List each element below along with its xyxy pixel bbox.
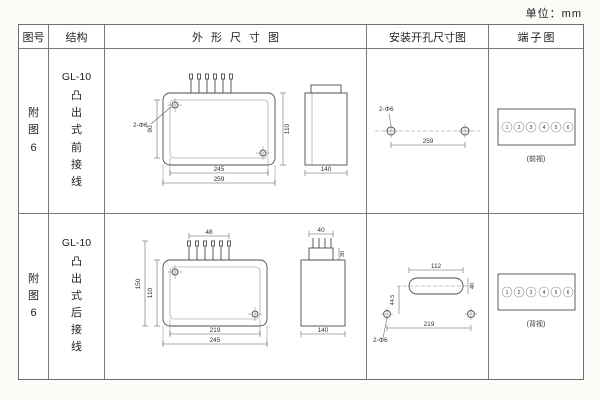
view-label: (背视) [526, 319, 545, 328]
view-label: (前视) [526, 154, 545, 163]
dim-label: 259 [423, 138, 434, 145]
dim-label: 2-Φ6 [133, 122, 148, 129]
dim-label: 40 [470, 283, 476, 289]
terminal-block-outline [497, 108, 575, 145]
header-outline: 外形尺寸图 [105, 25, 367, 49]
dim-label: 140 [321, 166, 332, 173]
hole-leader-line [388, 113, 392, 126]
dim-label: 245 [210, 337, 221, 344]
terminal-number: 5 [554, 125, 557, 131]
dim-label: 140 [318, 327, 329, 334]
terminal-number: 6 [566, 125, 569, 131]
dim-label: 110 [284, 123, 291, 134]
dim-label: 48 [205, 229, 213, 236]
mounting-drawing-front-wiring: 259 2-Φ6 [375, 106, 480, 148]
mounting-drawing-rear-wiring: 112 44.5 40 219 2-Φ6 [373, 263, 477, 344]
outline-drawing-front-wiring: 2-Φ6 110 90 245 259 [133, 73, 348, 186]
terminal-diagram-rear-wiring: 1 2 3 4 5 6 (背视) [497, 273, 575, 328]
terminal-cell-row1: 1 2 3 4 5 6 (前视) [489, 49, 583, 214]
header-fig-no: 图号 [19, 25, 49, 49]
relay-body-outline [162, 259, 268, 327]
terminal-number: 5 [554, 290, 557, 296]
wiring-type-label: 凸出式后接线 [71, 255, 82, 354]
structure-cell-row2: GL-10 凸出式后接线 [49, 214, 105, 379]
relay-side-view [300, 238, 346, 327]
outline-cell-row2: 48 110 150 219 [105, 214, 367, 379]
terminal-number: 1 [505, 125, 508, 131]
structure-cell-row1: GL-10 凸出式前接线 [49, 49, 105, 214]
mounting-holes [381, 308, 477, 320]
mounting-holes [384, 123, 472, 138]
terminal-block-outline [497, 273, 575, 311]
model-label: GL-10 [61, 71, 92, 84]
dim-label: 30 [340, 251, 346, 257]
mounting-cell-row1: 259 2-Φ6 [367, 49, 489, 214]
wiring-type-label: 凸出式前接线 [71, 90, 82, 188]
terminal-screws [501, 121, 573, 132]
terminal-number: 3 [529, 125, 532, 131]
dim-label: 259 [214, 176, 225, 183]
dim-label: 219 [424, 321, 435, 328]
relay-body-inner [169, 99, 269, 158]
mounting-hole-marks [168, 97, 270, 160]
relay-body-outline [162, 92, 276, 165]
terminal-number: 3 [529, 290, 532, 296]
terminal-pins [189, 73, 233, 93]
fig-no-cell-row2: 附图6 [19, 214, 49, 379]
mounting-cell-row2: 112 44.5 40 219 2-Φ6 [367, 214, 489, 379]
fig-no-label: 附图6 [28, 272, 39, 320]
dim-label: 112 [431, 263, 442, 270]
hole-leader-line [382, 317, 388, 339]
relay-side-view [304, 84, 348, 165]
outline-drawing-rear-wiring: 48 110 150 219 [135, 227, 346, 347]
terminal-number: 4 [542, 290, 545, 296]
fig-no-label: 附图6 [28, 107, 39, 154]
mounting-hole-marks [168, 265, 262, 321]
spec-table: 图号 结构 外形尺寸图 安装开孔尺寸图 端子图 附图6 GL-10 凸出式前接线 [18, 24, 584, 380]
dim-label: 245 [214, 166, 225, 173]
outline-cell-row1: 2-Φ6 110 90 245 259 [105, 49, 367, 214]
header-structure: 结构 [49, 25, 105, 49]
unit-label: 单位：mm [525, 8, 582, 20]
terminal-cell-row2: 1 2 3 4 5 6 (背视) [489, 214, 583, 379]
fig-no-cell-row1: 附图6 [19, 49, 49, 214]
terminal-number: 2 [517, 125, 520, 131]
model-label: GL-10 [61, 236, 92, 249]
terminal-pins [187, 240, 231, 260]
dim-label: 90 [147, 125, 154, 133]
dim-label: 2-Φ6 [379, 106, 394, 113]
relay-body-inner [169, 266, 261, 320]
hole-leader-line [150, 106, 172, 124]
header-mounting: 安装开孔尺寸图 [367, 25, 489, 49]
terminal-diagram-front-wiring: 1 2 3 4 5 6 (前视) [497, 108, 575, 163]
dim-label: 40 [317, 227, 325, 234]
terminal-number: 6 [566, 290, 569, 296]
header-terminal: 端子图 [489, 25, 583, 49]
terminal-screws [501, 286, 573, 298]
terminal-number: 1 [505, 290, 508, 296]
dim-label: 110 [147, 287, 154, 298]
dim-label: 2-Φ6 [373, 337, 388, 344]
dim-label: 44.5 [390, 295, 396, 306]
terminal-number: 2 [517, 290, 520, 296]
dim-label: 219 [210, 327, 221, 334]
terminal-slot-cutout [408, 277, 464, 295]
terminal-number: 4 [542, 125, 545, 131]
dim-label: 150 [135, 278, 142, 289]
